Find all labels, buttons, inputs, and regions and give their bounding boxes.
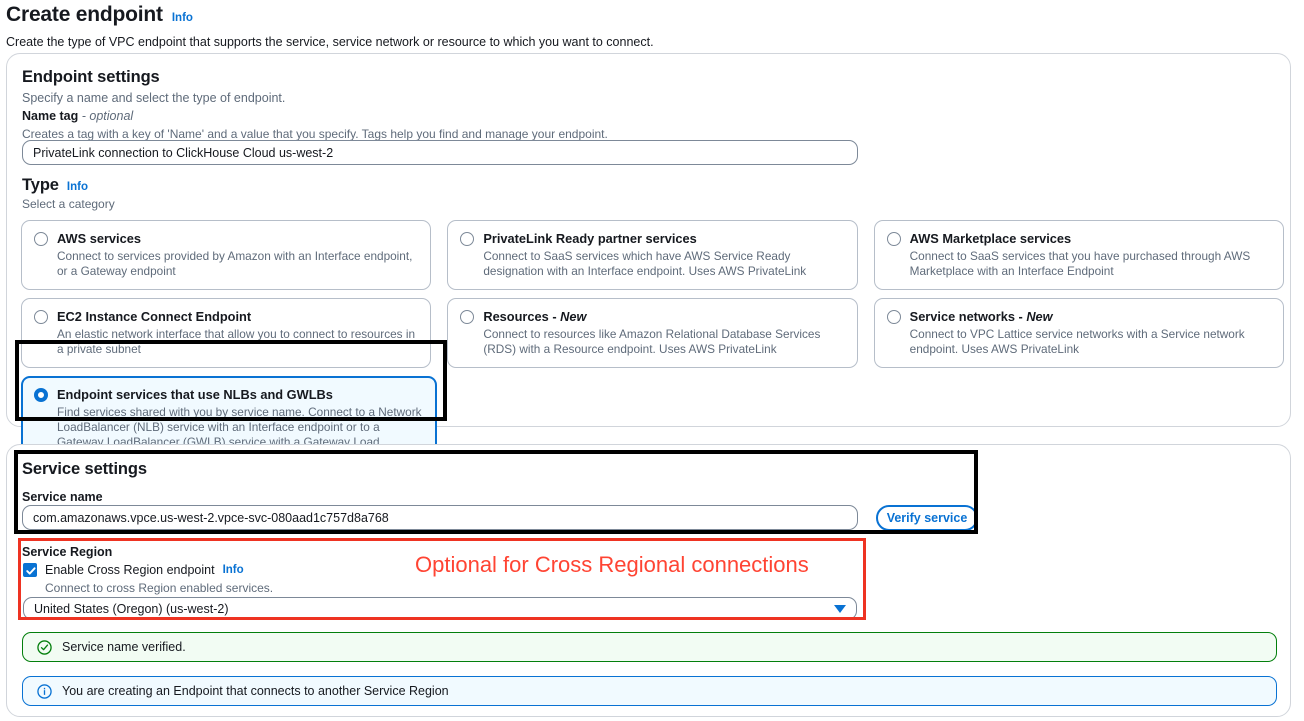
endpoint-settings-title: Endpoint settings	[22, 68, 160, 86]
enable-cross-region-row[interactable]: Enable Cross Region endpoint Info	[23, 562, 244, 578]
page-description: Create the type of VPC endpoint that sup…	[6, 35, 654, 49]
type-option-ec2-instance-connect-endpoint[interactable]: EC2 Instance Connect Endpoint An elastic…	[21, 298, 432, 368]
type-option-title: EC2 Instance Connect Endpoint	[57, 309, 251, 324]
type-option-title-text: Endpoint services that use NLBs and GWLB…	[57, 387, 333, 402]
type-option-description: Connect to SaaS services which have AWS …	[483, 249, 807, 278]
service-region-select[interactable]: United States (Oregon) (us-west-2)	[23, 597, 857, 620]
type-option-new-badge: New	[1026, 309, 1053, 324]
type-option-title-text: EC2 Instance Connect Endpoint	[57, 309, 252, 324]
radio-icon[interactable]	[886, 232, 901, 246]
cross-region-info-alert: You are creating an Endpoint that connec…	[22, 676, 1277, 706]
type-option-resources[interactable]: Resources - New Connect to resources lik…	[447, 298, 858, 368]
type-option-aws-marketplace-services[interactable]: AWS Marketplace services Connect to SaaS…	[873, 220, 1284, 290]
check-circle-icon	[37, 639, 52, 655]
radio-icon[interactable]	[460, 310, 475, 324]
service-name-verified-alert: Service name verified.	[22, 632, 1277, 662]
type-option-service-networks[interactable]: Service networks - New Connect to VPC La…	[873, 298, 1284, 368]
type-option-row-1: AWS services Connect to services provide…	[21, 220, 1284, 290]
enable-cross-region-checkbox[interactable]	[23, 563, 37, 577]
service-region-label: Service Region	[22, 545, 113, 559]
radio-icon[interactable]	[34, 232, 48, 246]
page-info-link[interactable]: Info	[171, 12, 193, 24]
alert-text: You are creating an Endpoint that connec…	[62, 684, 449, 698]
service-name-input[interactable]	[22, 505, 858, 530]
verify-service-button[interactable]: Verify service	[876, 505, 978, 531]
type-option-aws-services[interactable]: AWS services Connect to services provide…	[21, 220, 432, 290]
annotation-cross-region-note: Optional for Cross Regional connections	[415, 552, 809, 577]
enable-cross-region-hint: Connect to cross Region enabled services…	[45, 581, 274, 595]
type-header: Type Info	[22, 175, 88, 195]
cross-region-info-link[interactable]: Info	[222, 564, 244, 576]
page-title-row: Create endpoint Info	[6, 2, 1296, 28]
enable-cross-region-label: Enable Cross Region endpoint	[45, 563, 215, 577]
name-tag-hint: Creates a tag with a key of 'Name' and a…	[22, 127, 608, 141]
info-circle-icon	[37, 683, 52, 699]
radio-icon[interactable]	[34, 310, 48, 324]
name-tag-label: Name tag - optional	[22, 108, 133, 124]
type-option-description: Connect to VPC Lattice service networks …	[909, 327, 1245, 356]
type-option-title-text: AWS Marketplace services	[909, 231, 1072, 246]
alert-text: Service name verified.	[62, 640, 186, 654]
service-region-selected-value: United States (Oregon) (us-west-2)	[34, 601, 229, 616]
service-settings-panel: Service settings Service name Verify ser…	[6, 444, 1291, 717]
chevron-down-icon[interactable]	[834, 604, 846, 613]
type-info-link[interactable]: Info	[66, 181, 88, 193]
endpoint-settings-description: Specify a name and select the type of en…	[22, 91, 286, 105]
radio-icon[interactable]	[460, 232, 475, 246]
checkmark-icon	[26, 567, 36, 575]
type-option-title: Service networks - New	[910, 309, 1053, 324]
type-label: Type	[22, 176, 59, 194]
type-option-title-text: AWS services	[57, 231, 141, 246]
service-settings-title: Service settings	[22, 460, 147, 478]
page-title: Create endpoint	[6, 3, 163, 26]
type-option-title-text: PrivateLink Ready partner services	[483, 231, 697, 246]
type-option-title-text: Service networks -	[909, 309, 1027, 324]
type-option-description: Connect to services provided by Amazon w…	[57, 249, 413, 278]
type-hint: Select a category	[22, 197, 115, 211]
type-option-title: AWS services	[57, 231, 141, 246]
service-name-label: Service name	[22, 490, 103, 504]
page-header: Create endpoint Info Create the type of …	[6, 2, 1296, 51]
type-option-new-badge: New	[560, 309, 587, 324]
type-option-privatelink-ready-partner-services[interactable]: PrivateLink Ready partner services Conne…	[447, 220, 858, 290]
type-option-description: Connect to SaaS services that you have p…	[909, 249, 1251, 278]
type-option-row-2: EC2 Instance Connect Endpoint An elastic…	[21, 298, 1284, 368]
radio-icon-selected[interactable]	[34, 388, 48, 402]
type-option-description: Connect to resources like Amazon Relatio…	[483, 327, 821, 356]
type-option-title-text: Resources -	[483, 309, 561, 324]
name-tag-label-text: Name tag	[22, 109, 79, 123]
type-option-title: AWS Marketplace services	[910, 231, 1071, 246]
name-tag-input[interactable]	[22, 140, 858, 165]
type-option-title: Endpoint services that use NLBs and GWLB…	[57, 387, 333, 402]
radio-icon[interactable]	[886, 310, 901, 324]
type-option-title: Resources - New	[483, 309, 586, 324]
type-option-description: An elastic network interface that allow …	[57, 327, 416, 356]
type-option-title: PrivateLink Ready partner services	[483, 231, 696, 246]
name-tag-optional-suffix: - optional	[81, 109, 134, 123]
